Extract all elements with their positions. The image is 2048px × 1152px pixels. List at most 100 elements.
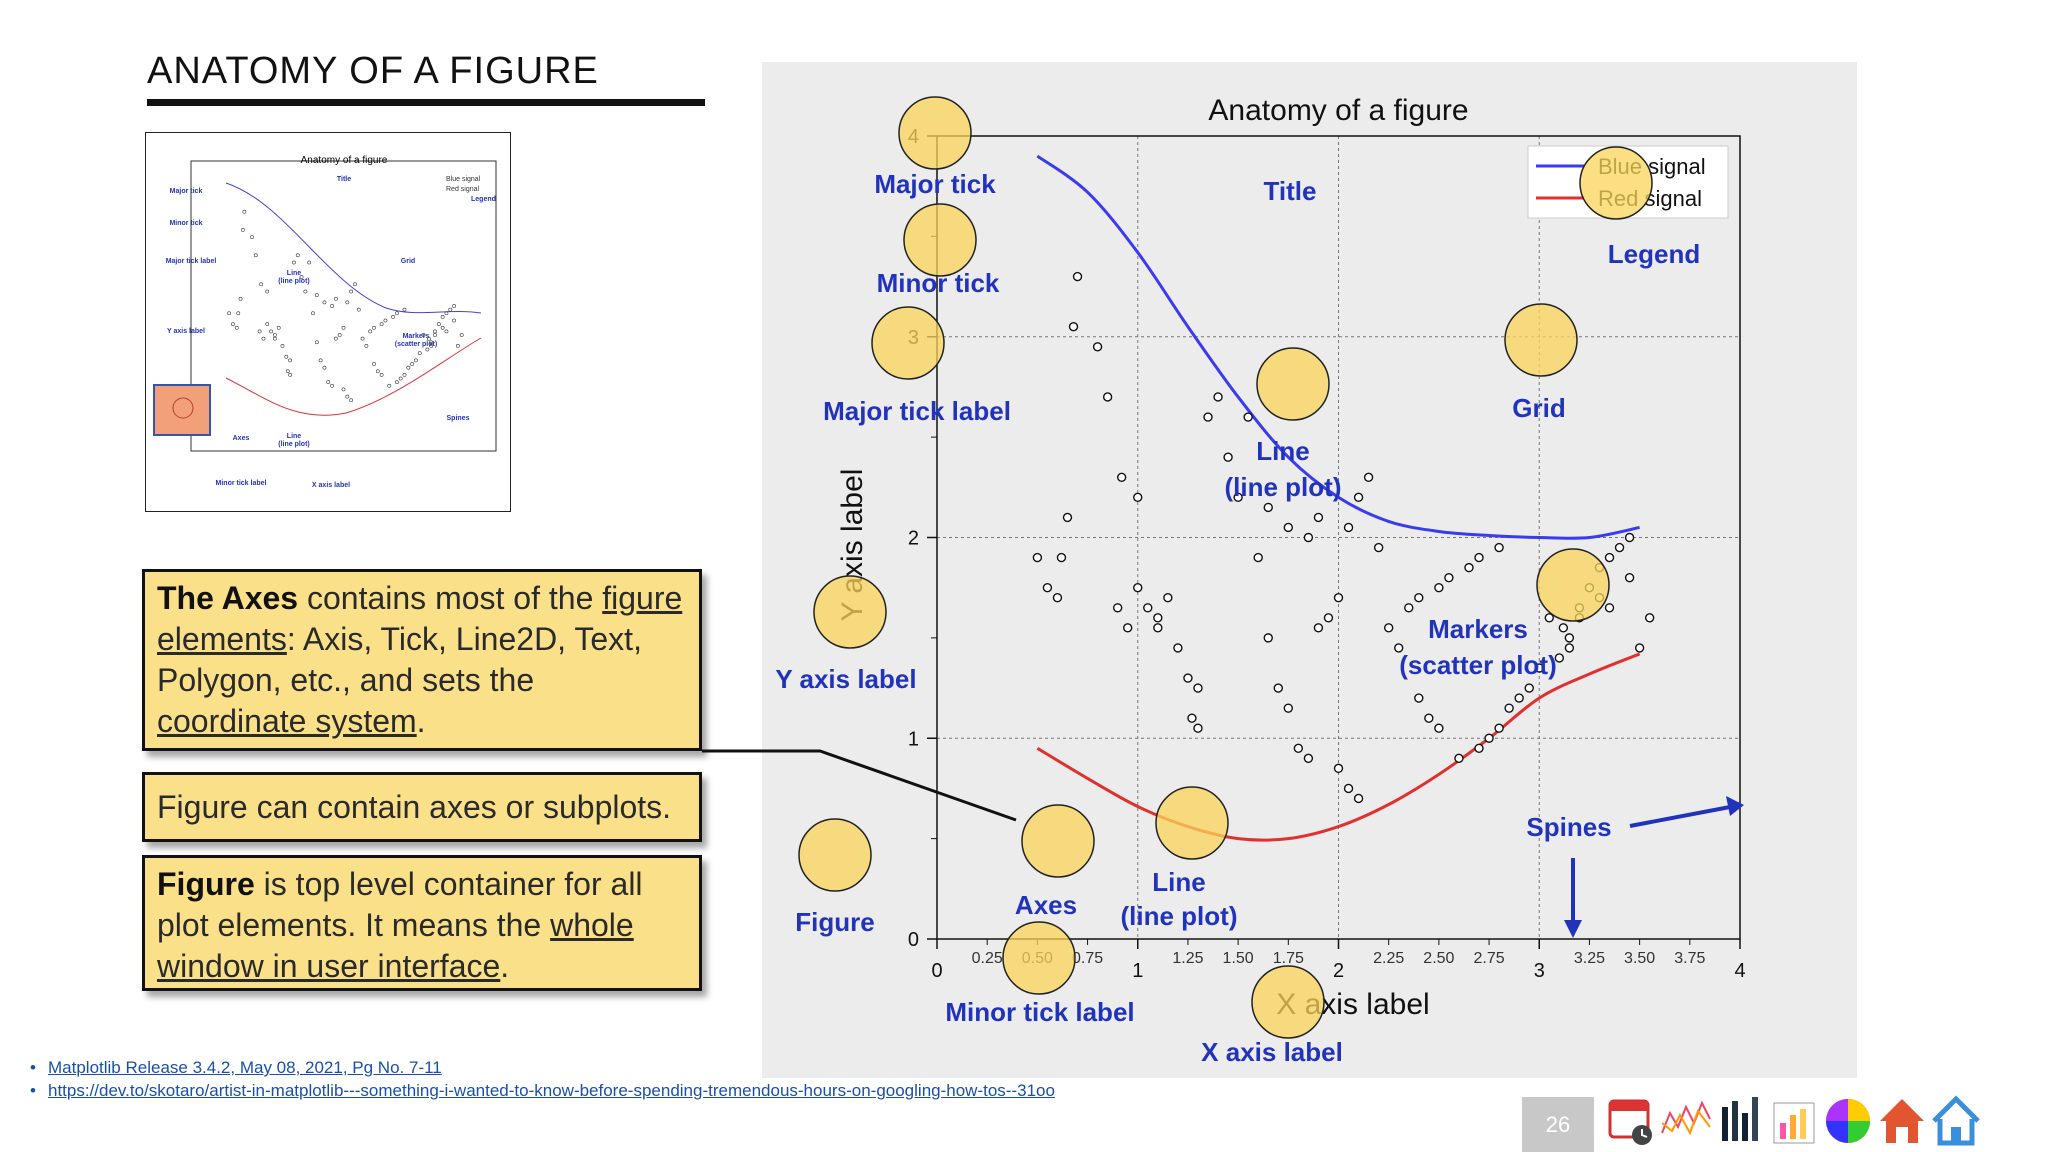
calendar-clock-icon[interactable] [1606, 1093, 1658, 1149]
scatter-point [1624, 532, 1635, 543]
scatter-point [1383, 623, 1394, 633]
axes-callout-bold: The Axes [157, 580, 299, 616]
reference-link-1[interactable]: Matplotlib Release 3.4.2, May 08, 2021, … [48, 1058, 442, 1077]
thumbnail-scatter-point [414, 358, 418, 363]
heatmap-icon[interactable] [1714, 1093, 1766, 1149]
thumbnail-label: Line [287, 270, 301, 277]
thumbnail-scatter-point [318, 358, 323, 363]
y-major-tick-label: 2 [908, 528, 919, 550]
scatter-point [1624, 572, 1635, 583]
scatter-point [1173, 643, 1183, 653]
thumbnail-scatter-point [349, 398, 354, 403]
scatter-point [1153, 613, 1163, 623]
y-major-tick-label: 1 [908, 728, 919, 750]
scatter-point [1042, 582, 1053, 593]
scatter-point [1323, 613, 1334, 623]
scatter-point [1052, 593, 1063, 603]
highlight-circle [871, 306, 945, 380]
scatter-point [1183, 673, 1193, 683]
scatter-point [1333, 593, 1344, 603]
thumbnail-scatter-point [429, 343, 434, 348]
scatter-point [1494, 542, 1504, 553]
thumbnail-scatter-point [311, 311, 315, 316]
red-signal-line [1036, 652, 1641, 842]
markers-annotation: Markers [1428, 614, 1528, 644]
scatter-point [1313, 623, 1324, 633]
scatter-point [1558, 623, 1569, 633]
thumbnail-label: Minor tick [169, 220, 202, 227]
thumbnail-scatter-point [307, 260, 312, 265]
thumbnail-scatter-point [299, 275, 304, 279]
thumbnail-scatter-point [295, 253, 300, 258]
scatter-point [1303, 753, 1314, 764]
scatter-point [1414, 593, 1424, 603]
scatter-point [1213, 392, 1223, 402]
whole-window-link: whole window in user interface [157, 907, 634, 984]
scatter-point [1163, 593, 1173, 603]
thumbnail-scatter-point [440, 325, 445, 330]
scatter-point [1484, 733, 1494, 743]
x-major-tick-label: 4 [1734, 960, 1745, 982]
x-major-tick-label: 0 [931, 960, 942, 982]
thumbnail-scatter-point [303, 289, 308, 294]
scatter-point [1514, 693, 1524, 703]
scatter-point [1187, 713, 1197, 723]
highlight-circle [898, 96, 972, 170]
thumbnail-label: Markers [403, 333, 430, 340]
bar-chart-icon[interactable] [1768, 1093, 1820, 1149]
arrowhead-icon [1564, 920, 1582, 938]
scatter-markers [1032, 271, 1655, 804]
line-chart-icon[interactable] [1660, 1093, 1712, 1149]
scatter-point [1243, 412, 1253, 422]
thumbnail-label: Y axis label [167, 328, 205, 335]
title-annotation: Title [1264, 176, 1317, 206]
thumbnail-scatter-point [372, 362, 376, 366]
home-icon[interactable] [1876, 1093, 1928, 1149]
thumbnail-scatter-point [314, 293, 319, 298]
scatter-point [1056, 552, 1067, 563]
highlight-circle [1579, 146, 1653, 220]
reference-item: •https://dev.to/skotaro/artist-in-matplo… [30, 1081, 1055, 1100]
thumbnail-scatter-point [444, 311, 449, 316]
reference-link-2[interactable]: https://dev.to/skotaro/artist-in-matplot… [48, 1081, 1055, 1100]
coordinate-system-link: coordinate system [157, 703, 417, 739]
scatter-point [1112, 603, 1123, 613]
thumbnail-scatter-point [394, 311, 399, 316]
x-minor-tick-label: 2.75 [1473, 950, 1504, 967]
thumbnail-scatter-point [444, 329, 449, 334]
thumbnail-scatter-point [236, 311, 241, 316]
color-wheel-icon[interactable] [1822, 1093, 1874, 1149]
scatter-point [1614, 542, 1625, 553]
grid [937, 136, 1740, 939]
home-outline-icon[interactable] [1930, 1093, 1982, 1149]
scatter-point [1434, 582, 1444, 593]
scatter-point [1193, 683, 1203, 693]
line-bottom-annotation: Line [1152, 867, 1205, 897]
scatter-point [1474, 743, 1484, 753]
scatter-point [1494, 723, 1504, 733]
thumbnail-scatter-point [459, 333, 464, 337]
scatter-point [1414, 693, 1424, 703]
line-plot-annotation: (line plot) [1225, 472, 1342, 502]
scatter-point [1394, 643, 1404, 653]
thumbnail-scatter-point [364, 343, 369, 348]
thumbnail-scatter-point [253, 253, 258, 258]
thumbnail-scatter-point [314, 340, 319, 345]
axes-annotation: Axes [1015, 890, 1077, 920]
scatter-point [1564, 643, 1575, 653]
scatter-point [1464, 562, 1474, 573]
x-minor-tick-label: 0.75 [1072, 950, 1103, 967]
thumbnail-scatter-point [269, 329, 273, 334]
axes-callout: The Axes contains most of the figure ele… [142, 569, 702, 751]
thumbnail-label: Axes [233, 435, 250, 442]
thumbnail-scatter-point [452, 304, 456, 308]
scatter-point [1534, 663, 1544, 673]
thumbnail-scatter-point [455, 343, 460, 348]
scatter-point [1283, 703, 1294, 713]
highlight-circle [1021, 804, 1095, 878]
legend-annotation: Legend [1608, 239, 1700, 269]
figure-contains-callout: Figure can contain axes or subplots. [142, 772, 702, 842]
thumbnail-scatter-point [330, 383, 334, 388]
thumbnail-scatter-point [440, 314, 445, 319]
